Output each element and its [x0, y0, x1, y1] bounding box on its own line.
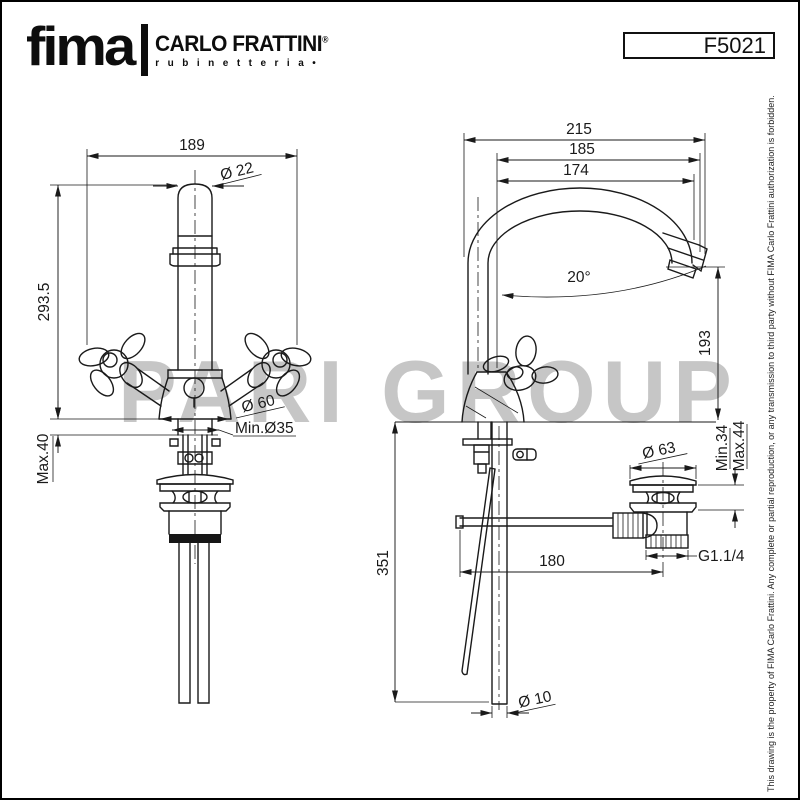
dim-label-drain-flange: Ø 63: [641, 439, 677, 463]
dim-label-reach-inner: 174: [563, 162, 589, 179]
dim-label-reach-total: 215: [566, 121, 592, 138]
dim-label-height: 293.5: [36, 283, 53, 322]
side-view-dimensions: 215 185 174 20° 193 Ø 63: [375, 121, 748, 718]
dim-label-spout-angle: 20°: [567, 269, 590, 286]
copyright-disclaimer: This drawing is the property of FIMA Car…: [766, 95, 776, 792]
brand-logo: fima CARLO FRATTINI® rubinetteria•: [26, 15, 337, 78]
dim-label-spout-diameter: Ø 22: [219, 159, 256, 184]
dim-label-supply-length: 351: [375, 550, 392, 576]
dim-label-drain-max: Max.44: [731, 420, 748, 471]
dim-label-rod-reach: 180: [539, 553, 565, 570]
dim-label-width: 189: [179, 137, 205, 154]
logo-divider-bar: [141, 24, 149, 76]
front-view-dimensions: 189 Ø 22 293.5 Max.40 Ø 60: [35, 137, 298, 484]
part-number-box: F5021: [623, 32, 775, 59]
dim-label-spout-height: 193: [697, 330, 714, 356]
logo-wordmark: fima: [26, 15, 136, 78]
dim-label-drain-min: Min.34: [714, 424, 731, 471]
dim-label-thread: G1.1/4: [698, 548, 745, 565]
dim-label-max-deck: Max.40: [35, 433, 52, 484]
dim-label-min-hole: Min.Ø35: [235, 420, 294, 437]
dim-label-reach-mid: 185: [569, 141, 595, 158]
registered-mark: ®: [322, 34, 329, 45]
tagline-dot: •: [312, 58, 325, 69]
logo-company-name: CARLO FRATTINI®: [155, 31, 329, 56]
logo-tagline: rubinetteria•: [155, 58, 325, 69]
dim-label-pipe-diameter: Ø 10: [517, 688, 554, 712]
